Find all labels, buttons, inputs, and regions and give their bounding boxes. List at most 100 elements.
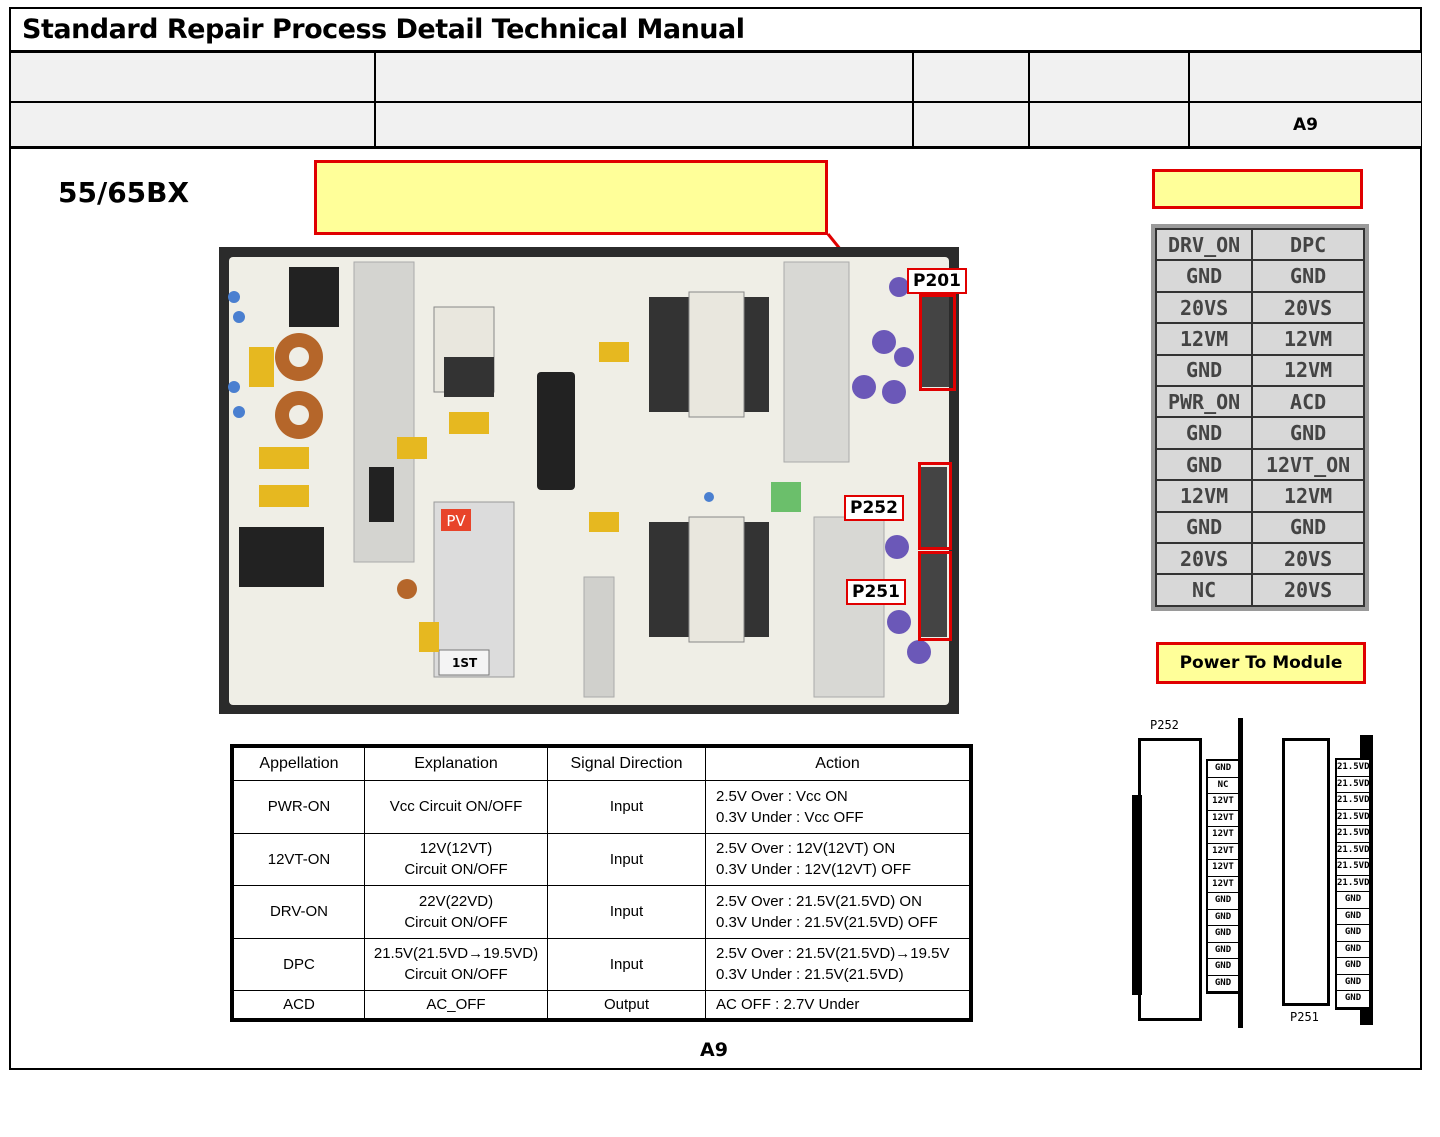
signal-direction-cell: Input <box>547 832 706 886</box>
connector-pin-label: GND <box>1337 942 1369 958</box>
signal-name-cell: ACD <box>233 990 365 1019</box>
signal-explain2: Circuit ON/OFF <box>404 913 508 931</box>
connector-pin-label: 21.5VD <box>1337 859 1370 876</box>
pcb-components-illustration: PV 1ST <box>228 261 949 698</box>
footer-model-code: A9 <box>700 1039 728 1061</box>
signal-action-cell: AC OFF : 2.7V Under <box>705 990 970 1019</box>
signal-action1: 2.5V Over : Vcc ON <box>716 787 848 805</box>
signal-name: 12VT-ON <box>267 850 331 868</box>
signal-action1: AC OFF : 2.7V Under <box>716 996 860 1013</box>
p251-highlight <box>918 551 952 641</box>
p251-housing <box>1282 738 1330 1006</box>
p252-latch <box>1132 795 1142 995</box>
connector-pin-label: GND <box>1208 926 1238 943</box>
first-mark: 1ST <box>452 656 478 670</box>
connector-pin-label: 21.5VD <box>1337 826 1370 843</box>
signal-action1: 2.5V Over : 21.5V(21.5VD) ON <box>716 892 922 910</box>
header-rule-middle <box>11 101 1421 103</box>
signal-action1: 2.5V Over : 12V(12VT) ON <box>716 840 896 858</box>
p252-edge <box>1238 718 1243 1028</box>
connector-pin-label: NC <box>1208 778 1238 794</box>
p201-label: P201 <box>907 268 967 294</box>
pin-map-cell: DPC <box>1251 227 1365 262</box>
header-divider <box>374 53 376 147</box>
signal-name: DPC <box>283 955 315 973</box>
connector-pin-label: 21.5VD <box>1337 876 1370 892</box>
signal-name: ACD <box>283 996 315 1013</box>
pin-map-cell: 20VS <box>1251 290 1365 325</box>
power-to-module-box: Power To Module <box>1156 642 1366 684</box>
pin-map-cell: 12VM <box>1251 353 1365 388</box>
pin-map-cell: NC <box>1154 573 1254 607</box>
signal-explain1: 21.5V(21.5VD→19.5VD) <box>373 945 539 963</box>
connector-pin-label: GND <box>1208 910 1238 926</box>
connector-pin-label: 21.5VD <box>1337 777 1370 793</box>
signal-explain1: 22V(22VD) <box>418 892 494 910</box>
connector-pin-label: 12VT <box>1208 860 1238 877</box>
pin-map-cell: 20VS <box>1154 542 1254 576</box>
signal-direction-cell: Input <box>547 937 706 991</box>
signal-explain1: 12V(12VT) <box>419 840 493 858</box>
signal-action2: 0.3V Under : 21.5V(21.5VD) OFF <box>716 913 938 931</box>
connector-pin-label: GND <box>1208 943 1238 959</box>
p252-label: P252 <box>844 495 904 521</box>
signal-direction-cell: Input <box>547 780 706 834</box>
pin-map-cell: 12VM <box>1154 479 1254 513</box>
signal-explanation-cell: Vcc Circuit ON/OFF <box>364 780 548 834</box>
pin-map-cell: 12VM <box>1251 479 1365 513</box>
col-signal-direction: Signal Direction <box>547 747 706 781</box>
connector-pin-label: 12VT <box>1208 844 1238 860</box>
signal-dir: Input <box>609 850 644 868</box>
signal-action2: 0.3V Under : 12V(12VT) OFF <box>716 861 912 879</box>
connector-pin-label: 21.5VD <box>1337 843 1370 859</box>
power-board-photo: PV 1ST <box>219 247 959 714</box>
signal-name-cell: DPC <box>233 937 365 991</box>
pin-map-cell: GND <box>1251 510 1365 545</box>
header-row-1 <box>11 53 1421 101</box>
document-title: Standard Repair Process Detail Technical… <box>22 14 745 45</box>
signal-explanation-cell: 22V(22VD) Circuit ON/OFF <box>364 885 548 939</box>
pin-map-cell: 20VS <box>1154 290 1254 325</box>
signal-action1: 2.5V Over : 21.5V(21.5VD)→19.5V <box>716 945 950 963</box>
connector-pin-label: 12VT <box>1208 877 1238 893</box>
pin-callout-box <box>1152 169 1363 209</box>
signal-name-cell: PWR-ON <box>233 780 365 834</box>
col-action: Action <box>705 747 970 781</box>
p252-housing <box>1138 738 1202 1021</box>
header-rule-top <box>11 50 1421 53</box>
pin-map-cell: 20VS <box>1251 573 1365 607</box>
signal-explanation-cell: 21.5V(21.5VD→19.5VD)Circuit ON/OFF <box>364 937 548 991</box>
signal-dir: Input <box>609 903 644 921</box>
p252-highlight <box>918 462 952 550</box>
signal-action-cell: 2.5V Over : 21.5V(21.5VD) ON 0.3V Under :… <box>705 885 970 939</box>
connector-pin-label: 21.5VD <box>1337 810 1370 826</box>
pin-map-cell: 12VM <box>1251 322 1365 356</box>
connector-pin-label: 12VT <box>1208 811 1238 827</box>
model-label: 55/65BX <box>58 176 190 209</box>
connector-pin-label: 12VT <box>1208 827 1238 844</box>
pin-map-cell: 20VS <box>1251 542 1365 576</box>
col-appellation: Appellation <box>233 747 365 781</box>
signal-dir: Output <box>603 996 650 1013</box>
header-divider <box>912 53 914 147</box>
pin-map-cell: 12VM <box>1154 322 1254 356</box>
power-to-module-label: Power To Module <box>1179 653 1343 673</box>
p252-diagram-label: P252 <box>1150 718 1179 732</box>
connector-pin-label: GND <box>1208 893 1238 910</box>
signal-direction-cell: Output <box>547 990 706 1019</box>
pin-map-cell: GND <box>1154 353 1254 388</box>
page-frame <box>9 7 1422 1070</box>
signal-name: PWR-ON <box>267 798 331 816</box>
pin-map-cell: GND <box>1251 259 1365 293</box>
connector-pin-label: GND <box>1337 892 1369 909</box>
